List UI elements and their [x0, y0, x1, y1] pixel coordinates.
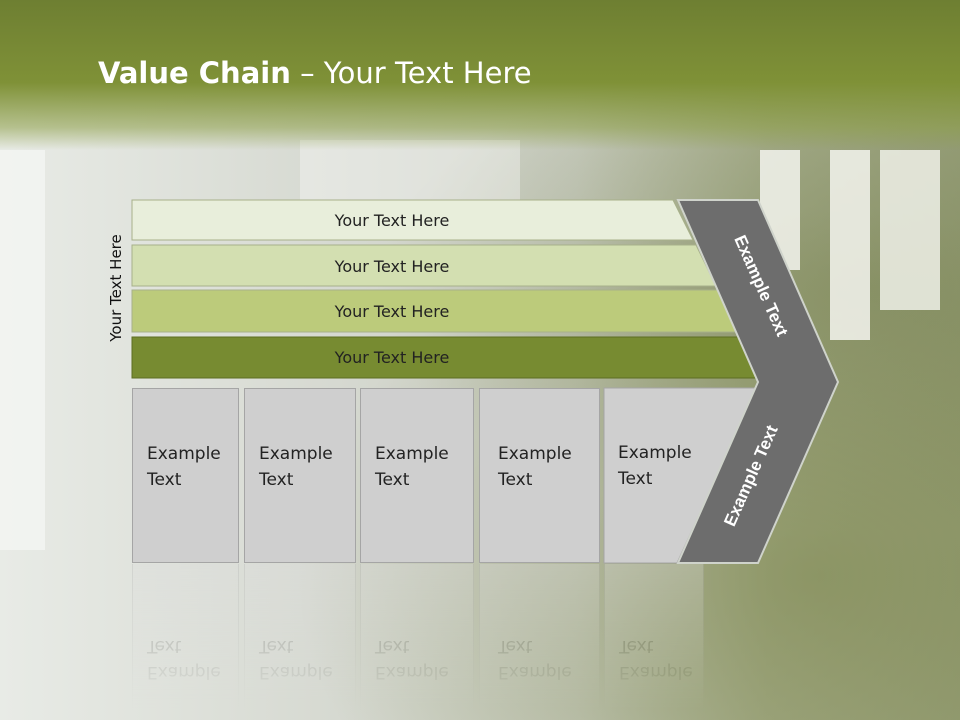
bar-1-label: Your Text Here — [334, 210, 450, 230]
bar-1-shape — [131, 199, 694, 241]
slide-title-bold: Value Chain — [98, 56, 291, 90]
box-5-line1: Example — [618, 443, 692, 463]
box-2-line1: Example — [259, 444, 333, 464]
bar-4-label: Your Text Here — [334, 347, 450, 367]
box-3-line1: Example — [375, 444, 449, 464]
box-2-line2: Text — [259, 470, 294, 490]
reflect-box-2-line1: Example — [259, 662, 333, 682]
box-5-line2: Text — [618, 469, 653, 489]
reflect-box-2-line2: Text — [259, 636, 294, 656]
box-4-line1: Example — [498, 444, 572, 464]
box-1-line1: Example — [147, 444, 221, 464]
bar-4: Your Text Here — [132, 337, 672, 377]
bar-1: Your Text Here — [132, 200, 672, 240]
reflect-box-4-line1: Example — [498, 662, 572, 682]
chevron-shape — [676, 199, 840, 564]
bar-2: Your Text Here — [132, 246, 672, 286]
box-1: Example Text — [132, 388, 239, 563]
bar-3-label: Your Text Here — [334, 301, 450, 321]
slide-title-rest: – Your Text Here — [290, 56, 532, 90]
reflect-box-3-line2: Text — [375, 636, 410, 656]
box-2: Example Text — [244, 388, 356, 563]
box-3: Example Text — [360, 388, 474, 563]
reflect-box-5-line2: Text — [619, 636, 654, 656]
box-5: Example Text — [604, 388, 692, 492]
reflect-box-1: Example Text — [132, 564, 239, 720]
reflect-box-3: Example Text — [360, 564, 474, 720]
header-band — [0, 0, 960, 150]
box-1-line2: Text — [147, 470, 182, 490]
reflect-box-1-line2: Text — [147, 636, 182, 656]
reflect-box-3-line1: Example — [375, 662, 449, 682]
reflect-box-4-line2: Text — [498, 636, 533, 656]
reflect-box-2: Example Text — [244, 564, 356, 720]
reflect-box-5: Example Text — [604, 564, 704, 720]
box-4-line2: Text — [498, 470, 533, 490]
bar-2-label: Your Text Here — [334, 256, 450, 276]
reflect-box-4: Example Text — [479, 564, 600, 720]
reflect-box-5-line1: Example — [619, 662, 693, 682]
reflect-box-1-line1: Example — [147, 662, 221, 682]
box-4: Example Text — [479, 388, 600, 563]
slide-title: Value Chain – Your Text Here — [98, 56, 532, 90]
box-3-line2: Text — [375, 470, 410, 490]
bar-3: Your Text Here — [132, 291, 672, 331]
boxes-reflection: Example Text Example Text Example Text E… — [0, 564, 960, 720]
